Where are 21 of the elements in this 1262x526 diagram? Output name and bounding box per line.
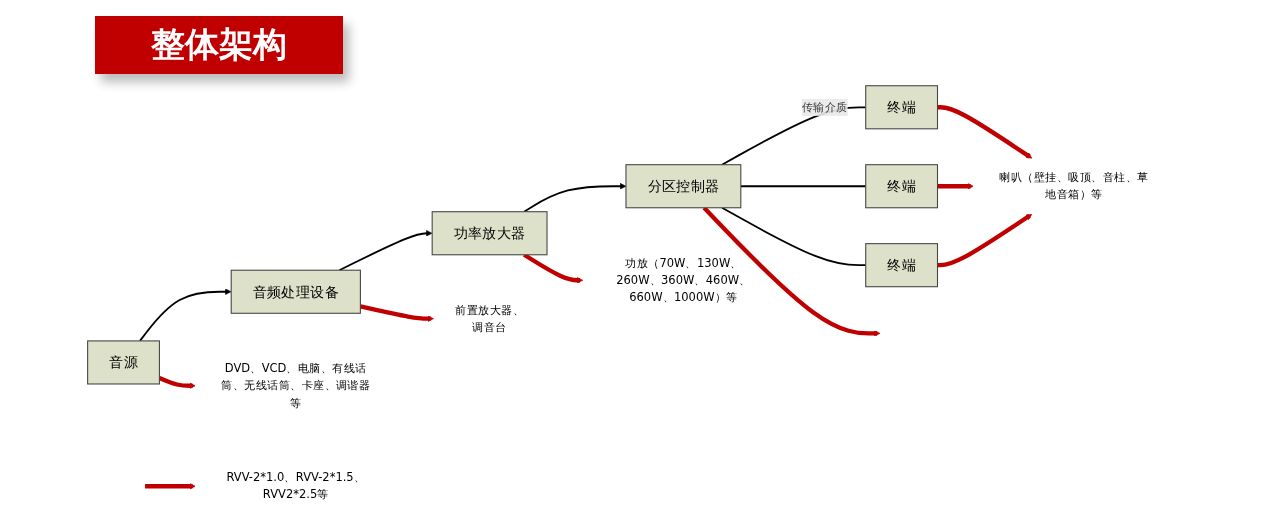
node-box: 终端 [865,85,939,130]
arrow [937,183,974,190]
node-box: 功率放大器 [431,211,548,256]
node-box: 终端 [865,243,939,288]
node-box: 音源 [87,340,160,385]
arrow [937,105,1033,159]
node-text: 前置放大器、 调音台 [455,302,525,334]
node-text: RVV-2*1.0、RVV-2*1.5、RVV2*2.5等 [226,470,366,502]
node-box: 分区控制器 [625,164,742,209]
arrow [139,288,232,342]
edge-label: 传输介质 [801,100,848,114]
title-banner: 整体架构 [95,16,343,74]
node-text: DVD、VCD、电脑、有线话筒、无线话筒、卡座、调谐器等 [221,361,371,410]
node-text: 喇叭（壁挂、吸顶、音柱、草地音箱）等 [999,170,1149,202]
node-text: 功放（70W、130W、260W、360W、460W、660W、1000W）等 [616,255,751,304]
arrow [937,213,1033,268]
arrow [338,230,433,272]
arrow [145,483,196,490]
arrow [702,206,881,337]
node-box: 终端 [865,164,939,209]
node-box: 音频处理设备 [230,269,361,314]
